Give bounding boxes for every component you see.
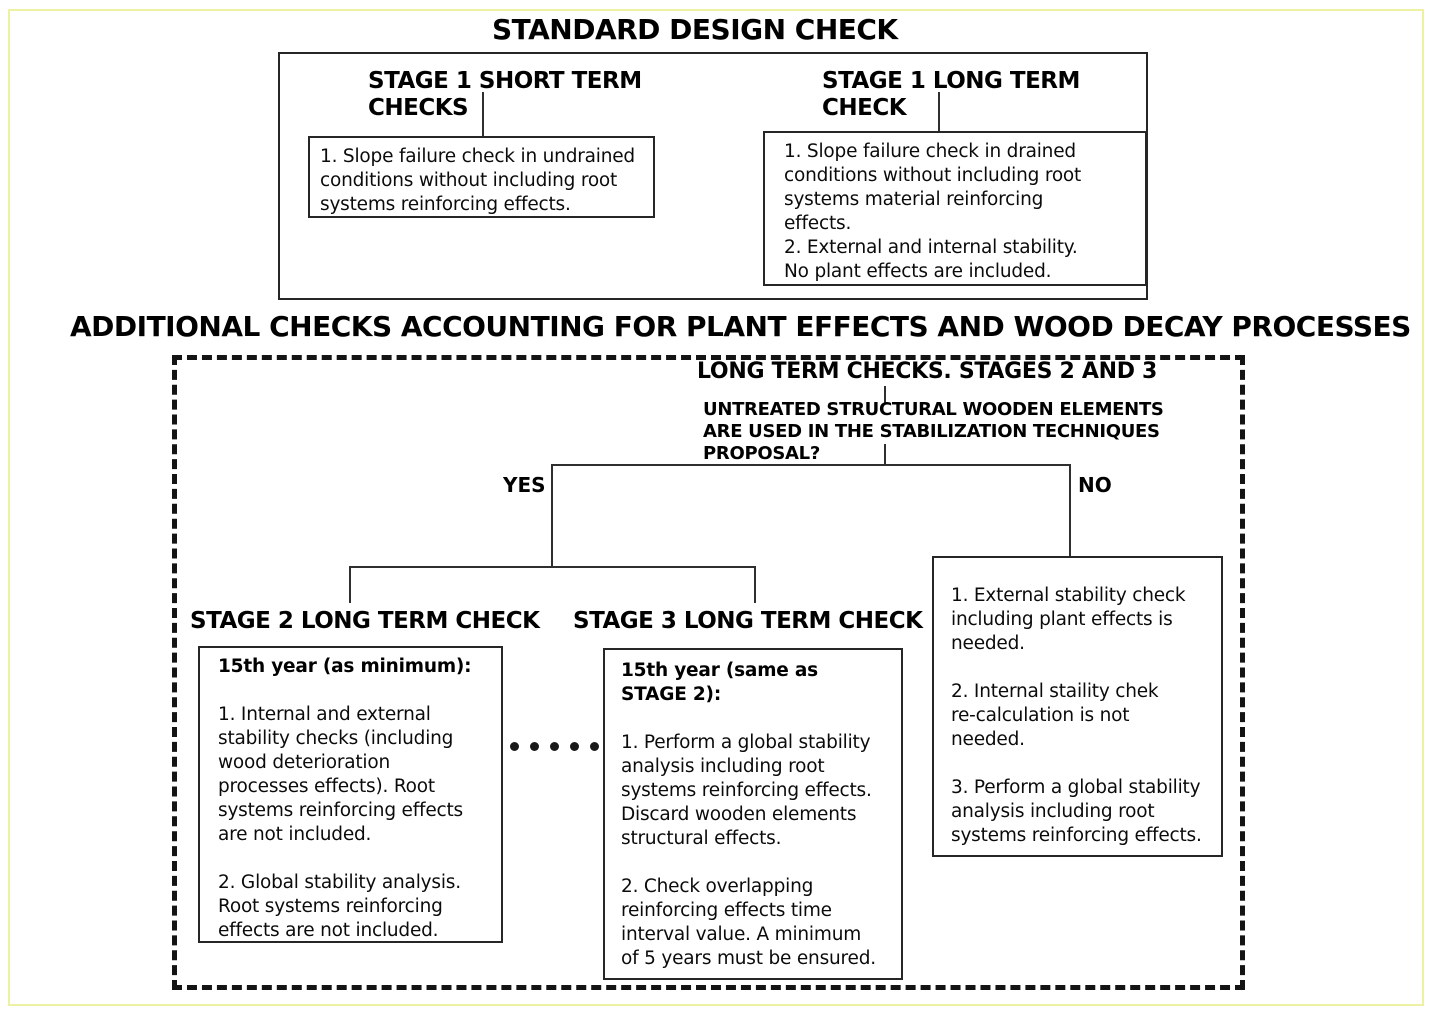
stage3-box-title: 15th year (same as STAGE 2): (621, 660, 818, 705)
standard-check-title: STANDARD DESIGN CHECK (492, 13, 898, 46)
no-outcome-box: 1. External stability check including pl… (932, 556, 1223, 857)
dots-separator (510, 742, 599, 751)
stage1-long-term-body: 1. Slope failure check in drained condit… (784, 141, 1082, 282)
no-outcome-body: 1. External stability check including pl… (951, 585, 1202, 846)
stage2-box: 15th year (as minimum): 1. Internal and … (198, 646, 503, 943)
dot-icon (510, 742, 519, 751)
decision-question: UNTREATED STRUCTURAL WOODEN ELEMENTS ARE… (703, 399, 1164, 464)
branch-vertical-no (1069, 464, 1071, 556)
branch-vertical-yes (551, 464, 553, 568)
stage1-long-term-box: 1. Slope failure check in drained condit… (763, 131, 1147, 286)
dot-icon (530, 742, 539, 751)
stage1-short-term-heading: STAGE 1 SHORT TERM CHECKS (368, 68, 642, 121)
yes-label: YES (503, 473, 546, 497)
connector-subtitle-question (884, 386, 886, 404)
stage1-long-term-heading: STAGE 1 LONG TERM CHECK (822, 68, 1080, 121)
branch-line-stage2-stage3 (349, 566, 756, 568)
stage2-box-title: 15th year (as minimum): (218, 656, 472, 677)
connector-stage3-drop (754, 566, 756, 603)
dot-icon (550, 742, 559, 751)
long-term-checks-subtitle: LONG TERM CHECKS. STAGES 2 AND 3 (697, 359, 1158, 384)
stage1-short-term-box: 1. Slope failure check in undrained cond… (308, 136, 655, 218)
additional-checks-title: ADDITIONAL CHECKS ACCOUNTING FOR PLANT E… (70, 310, 1411, 343)
stage2-heading: STAGE 2 LONG TERM CHECK (190, 608, 540, 634)
stage3-box-body: 1. Perform a global stability analysis i… (621, 732, 876, 969)
stage3-heading: STAGE 3 LONG TERM CHECK (573, 608, 923, 634)
stage1-short-term-body: 1. Slope failure check in undrained cond… (320, 146, 635, 215)
no-label: NO (1078, 473, 1112, 497)
stage2-box-body: 1. Internal and external stability check… (218, 704, 463, 941)
connector-stage1-long (938, 92, 940, 131)
stage3-box: 15th year (same as STAGE 2): 1. Perform … (603, 648, 903, 980)
connector-question-branch (884, 444, 886, 466)
connector-stage2-drop (349, 566, 351, 603)
connector-stage1-short (482, 92, 484, 136)
dot-icon (590, 742, 599, 751)
branch-line-yes-no (551, 464, 1071, 466)
additional-checks-dashed-box (172, 355, 1245, 990)
dot-icon (570, 742, 579, 751)
